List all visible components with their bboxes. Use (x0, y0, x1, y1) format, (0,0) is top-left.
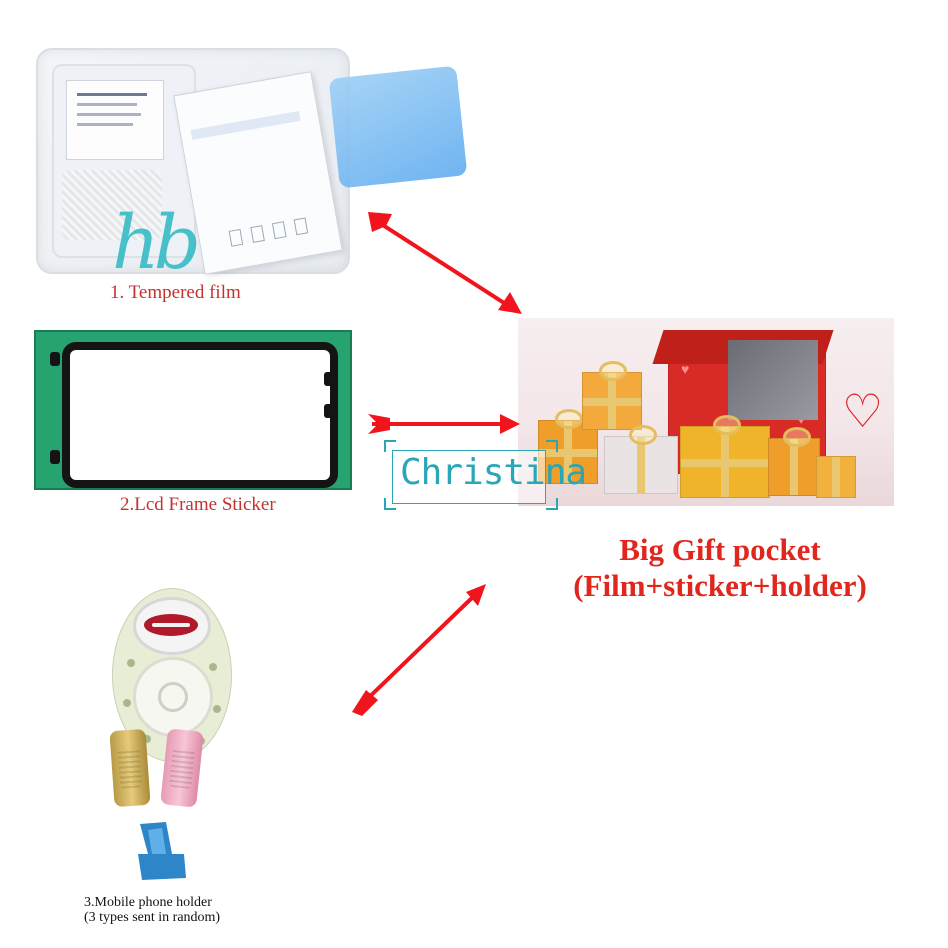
phone-holder-caption-line2: (3 types sent in random) (84, 910, 221, 925)
sticker-tab (50, 450, 60, 464)
arrow-film-to-gift (368, 212, 522, 314)
tempered-film-caption: 1. Tempered film (110, 282, 241, 303)
hb-logo-watermark: hb (112, 200, 201, 286)
gift-title-line1: Big Gift pocket (619, 532, 821, 567)
phone-holder-caption-line1: 3.Mobile phone holder (84, 895, 212, 910)
frame-sticker-caption: 2.Lcd Frame Sticker (120, 494, 276, 515)
microfiber-cloth (62, 170, 162, 240)
orange-gift-box (538, 409, 598, 484)
white-gift-box (604, 425, 678, 494)
sticker-frame-outline (62, 342, 338, 488)
arrow-sticker-to-gift (368, 414, 520, 434)
tempered-film-pack-image (36, 48, 468, 275)
christina-watermark: Christina (384, 440, 587, 518)
sticker-tab (50, 352, 60, 366)
sticker-tab (324, 372, 334, 386)
arrow-holder-to-gift (352, 584, 486, 716)
gift-title: Big Gift pocket (Film+sticker+holder) (520, 532, 920, 604)
christina-watermark-text: Christina (400, 452, 587, 493)
cleaning-wipe (66, 80, 164, 160)
ribbon-heart-icon: ♡ (842, 386, 884, 437)
orange-gift-box (816, 456, 856, 498)
lips-mirror (133, 597, 211, 655)
blue-phone-stand (138, 822, 186, 880)
gold-gift-box (680, 415, 770, 498)
gift-box-image: ♥ ♥ ♥ ♥ ♥ ♥ ♡ (518, 318, 894, 506)
box-inside (728, 340, 818, 420)
orange-gift-box (582, 361, 642, 430)
phone-holder-caption: 3.Mobile phone holder (3 types sent in r… (84, 895, 220, 925)
orange-gift-box (768, 427, 820, 496)
sticker-tab (324, 404, 334, 418)
gift-title-line2: (Film+sticker+holder) (573, 568, 867, 603)
lcd-frame-sticker-image (34, 330, 352, 490)
